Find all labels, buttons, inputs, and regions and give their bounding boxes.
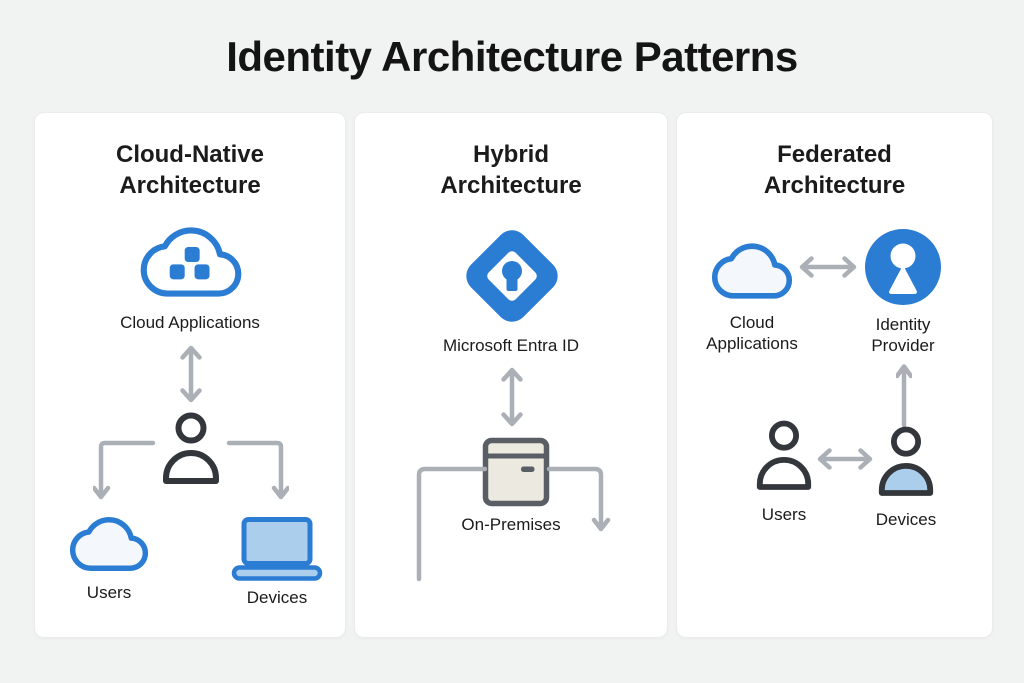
horizontal-sync-arrow-top (799, 256, 857, 278)
vertical-sync-arrow (180, 345, 202, 403)
horizontal-sync-arrow-bottom (817, 448, 873, 470)
panel-title: Federated Architecture (763, 141, 906, 199)
page-title: Identity Architecture Patterns (226, 33, 798, 80)
devices-to-idp-arrow (896, 364, 912, 427)
users-person-icon (756, 420, 812, 490)
cloud-applications-icon (711, 243, 793, 299)
cloud-applications-label: Cloud Applications (120, 313, 260, 332)
vertical-sync-arrow (501, 367, 523, 427)
on-premises-left-connector (416, 466, 487, 582)
entra-id-icon (466, 230, 558, 322)
identity-provider-icon (865, 229, 941, 305)
panel-federated: Federated Architecture Cloud Application… (676, 112, 993, 638)
on-premises-label: On-Premises (461, 515, 561, 534)
cloud-applications-icon (140, 227, 242, 297)
entra-id-label: Microsoft Entra ID (442, 336, 580, 355)
devices-laptop-icon (231, 517, 323, 581)
on-premises-server-icon (482, 437, 550, 507)
panel-hybrid: Hybrid Architecture Microsoft Entra ID O… (354, 112, 668, 638)
identity-provider-label: Identity Provider (871, 315, 935, 355)
panel-title: Cloud-Native Architecture (115, 141, 264, 199)
cloud-applications-label: Cloud Applications (706, 313, 798, 353)
panel-cloud-native: Cloud-Native Architecture Cloud Applicat… (34, 112, 346, 638)
on-premises-right-connector (546, 466, 611, 532)
devices-label: Devices (875, 510, 937, 529)
branch-right-connector (226, 440, 289, 500)
user-person-icon (163, 412, 219, 484)
devices-label: Devices (246, 588, 308, 607)
users-label: Users (761, 505, 807, 524)
users-cloud-icon (69, 517, 149, 571)
users-label: Users (86, 583, 132, 602)
panel-title: Hybrid Architecture (440, 141, 582, 199)
devices-person-icon (878, 426, 934, 496)
branch-left-connector (93, 440, 156, 500)
